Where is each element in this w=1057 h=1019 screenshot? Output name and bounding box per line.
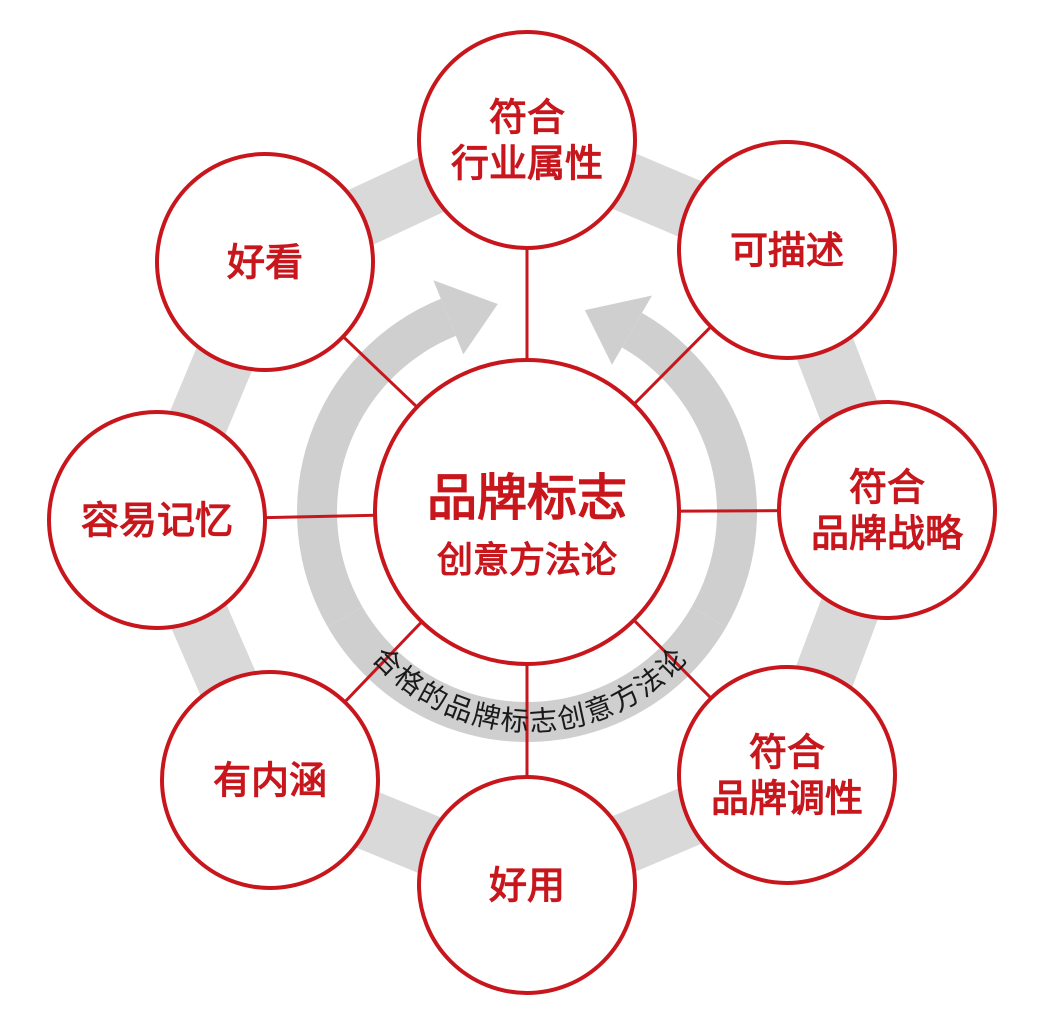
node-label: 有内涵 <box>213 758 327 802</box>
node-circle <box>417 775 637 995</box>
node-label: 符合 <box>849 465 925 509</box>
node-label: 品牌调性 <box>711 776 863 820</box>
node-meaning: 有内涵 <box>160 670 380 890</box>
center-title: 品牌标志 <box>427 469 627 527</box>
node-circle <box>160 670 380 890</box>
node-label: 符合 <box>749 730 825 774</box>
node-label: 符合 <box>489 95 565 139</box>
node-usable: 好用 <box>417 775 637 995</box>
node-memorable: 容易记忆 <box>47 410 267 630</box>
node-label: 好用 <box>488 863 565 907</box>
node-circle <box>677 665 897 885</box>
arrowhead-top-left <box>433 280 498 355</box>
node-circle <box>155 152 375 372</box>
node-describable: 可描述 <box>677 140 897 360</box>
arrow-band-bottom <box>327 607 727 742</box>
node-good-looking: 好看 <box>155 152 375 372</box>
node-label: 可描述 <box>730 228 844 272</box>
arrow-band-left <box>296 298 456 627</box>
node-label: 行业属性 <box>451 141 603 185</box>
node-circle <box>677 140 897 360</box>
center-subtitle: 创意方法论 <box>437 540 618 581</box>
arrow-band-right <box>622 312 757 627</box>
node-circle <box>777 400 997 620</box>
arrowhead-top-right <box>584 295 652 365</box>
node-label: 品牌战略 <box>811 511 964 555</box>
node-label: 容易记忆 <box>81 498 233 542</box>
node-circle <box>417 30 637 250</box>
node-label: 好看 <box>226 240 303 284</box>
node-circle <box>47 410 267 630</box>
center-circle <box>373 358 681 666</box>
circular-arrows <box>296 280 757 742</box>
